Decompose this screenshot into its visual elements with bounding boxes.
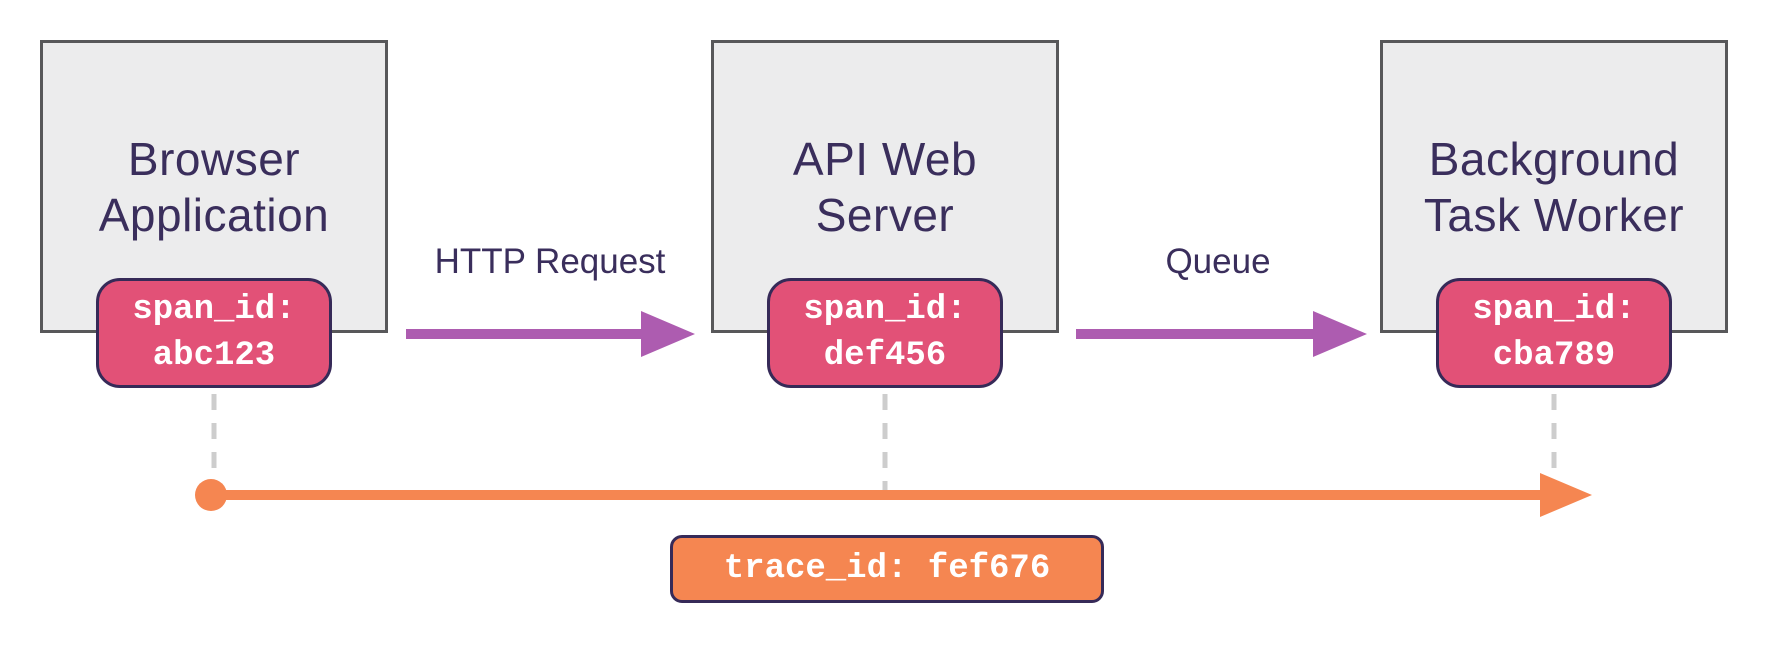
- edge-label-http-request: HTTP Request: [434, 242, 666, 281]
- span-badge-text: span_id: def456: [803, 291, 967, 375]
- http-request-arrow-icon: [406, 311, 695, 357]
- span-badge-abc123: span_id: abc123: [96, 278, 332, 388]
- node-label: Background Task Worker: [1423, 132, 1685, 241]
- span-badge-cba789: span_id: cba789: [1436, 278, 1672, 388]
- trace-id-badge: trace_id: fef676: [670, 535, 1104, 603]
- span-badge-def456: span_id: def456: [767, 278, 1003, 388]
- span-badge-text: span_id: abc123: [132, 291, 296, 375]
- node-label: API Web Server: [792, 132, 978, 241]
- trace-timeline-arrow-icon: [195, 473, 1592, 517]
- edge-label-queue: Queue: [1165, 242, 1271, 281]
- queue-arrow-icon: [1076, 311, 1367, 357]
- node-label: Browser Application: [98, 132, 330, 241]
- span-badge-text: span_id: cba789: [1472, 291, 1636, 375]
